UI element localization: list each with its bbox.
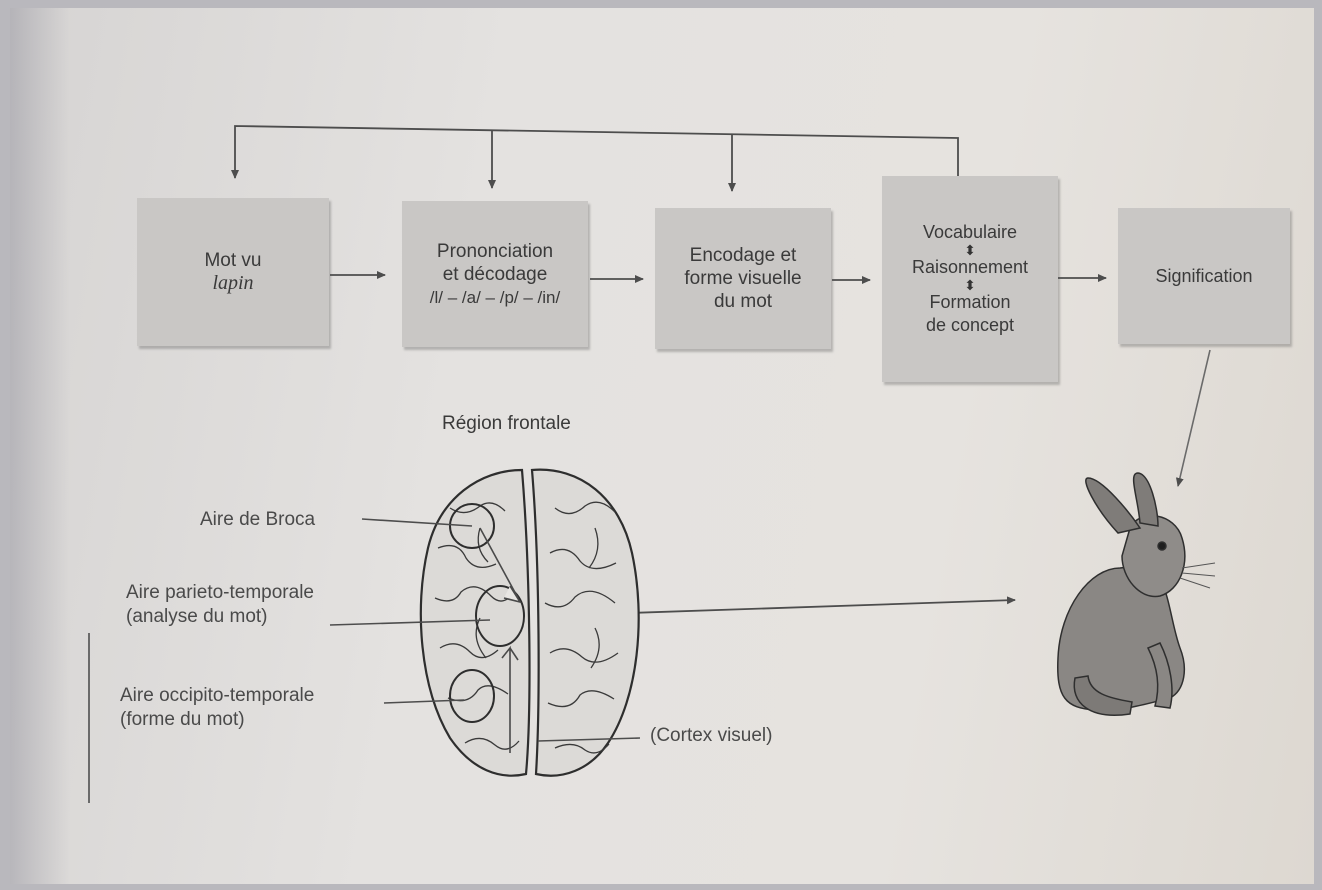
rabbit-hind-leg xyxy=(1073,675,1133,716)
box-3-line-3: du mot xyxy=(713,291,773,312)
brain-illustration xyxy=(419,468,640,777)
parieto-temporal-label-line-1: Aire parieto-temporale xyxy=(126,582,314,603)
parieto-leader-line xyxy=(329,619,491,626)
flow-box-mot-vu: Mot vu lapin xyxy=(137,198,329,346)
box-2-line-1: Prononciation xyxy=(436,240,554,262)
brain-left-hemisphere xyxy=(419,468,531,777)
arrow-to-rabbit xyxy=(1175,349,1211,487)
box-4-raisonnement: Raisonnement xyxy=(911,257,1029,277)
broca-pathway-arrow xyxy=(479,527,522,604)
box-3-line-2: forme visuelle xyxy=(684,268,802,289)
arrow-brain-to-rabbit xyxy=(629,596,1016,614)
page-gutter-shadow xyxy=(10,8,70,884)
occipito-temporal-label-line-1: Aire occipito-temporale xyxy=(120,685,315,706)
rabbit-eye xyxy=(1157,541,1167,551)
rabbit-whiskers xyxy=(1179,562,1216,589)
margin-rule xyxy=(88,633,90,803)
box-1-line-1: Mot vu xyxy=(204,250,262,271)
double-arrow-icon: ⬍ xyxy=(964,242,976,258)
flow-box-prononciation: Prononciation et décodage /l/ – /a/ – /p… xyxy=(402,201,588,347)
broca-leader-line xyxy=(361,518,473,527)
occipito-temporal-area-marker xyxy=(449,669,495,723)
rabbit-ear-left xyxy=(1085,477,1142,534)
rabbit-illustration xyxy=(1057,472,1216,716)
broca-area-marker xyxy=(449,503,495,549)
box-1-line-2: lapin xyxy=(212,272,254,294)
flow-box-signification: Signification xyxy=(1118,208,1290,344)
feedback-connector xyxy=(231,125,959,192)
box-3-line-1: Encodage et xyxy=(689,245,797,266)
occipito-temporal-label-line-2: (forme du mot) xyxy=(120,709,245,730)
parieto-temporal-area-marker xyxy=(475,585,525,647)
parieto-temporal-label-line-2: (analyse du mot) xyxy=(126,606,268,627)
occipito-leader-line xyxy=(383,699,465,704)
cortex-leader-line xyxy=(537,737,641,742)
book-page: Mot vu lapin Prononciation et décodage /… xyxy=(10,8,1314,884)
broca-label: Aire de Broca xyxy=(200,509,316,530)
visual-pathway-arrow xyxy=(501,645,519,753)
brain-right-hemisphere xyxy=(530,468,640,777)
diagram-canvas xyxy=(231,125,1216,777)
box-2-line-2: et décodage xyxy=(442,263,548,285)
rabbit-ear-right xyxy=(1132,472,1159,527)
box-4-vocabulaire: Vocabulaire xyxy=(922,222,1018,242)
flow-box-encodage: Encodage et forme visuelle du mot xyxy=(655,208,831,349)
box-4-formation-2: de concept xyxy=(925,315,1015,335)
box-5-line-1: Signification xyxy=(1155,265,1253,286)
box-2-line-3: /l/ – /a/ – /p/ – /in/ xyxy=(429,287,561,307)
occipito-temporal-label: Aire occipito-temporale (forme du mot) xyxy=(120,684,314,732)
rabbit-front-leg xyxy=(1146,642,1173,709)
double-arrow-icon: ⬍ xyxy=(964,277,976,293)
box-4-formation-1: Formation xyxy=(929,292,1011,312)
feedback-line xyxy=(231,125,959,179)
flow-box-vocabulaire: Vocabulaire ⬍ Raisonnement ⬍ Formation d… xyxy=(882,176,1058,382)
frontal-region-label: Région frontale xyxy=(442,413,571,434)
cortex-visuel-label: (Cortex visuel) xyxy=(650,725,773,746)
parieto-temporal-label: Aire parieto-temporale (analyse du mot) xyxy=(126,581,314,629)
